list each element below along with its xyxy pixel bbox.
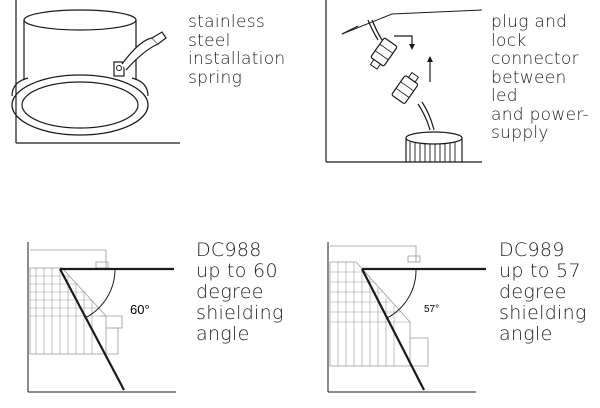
caption-line: degree xyxy=(196,281,264,303)
caption-line: angle xyxy=(499,323,553,345)
caption-line: led xyxy=(491,86,518,106)
dc989-angle-label: 57° xyxy=(424,304,440,315)
dc989-shielding-diagram xyxy=(327,242,486,393)
caption-line: and power- xyxy=(491,104,589,125)
connector-illustration xyxy=(325,0,482,163)
caption-line: up to 57 xyxy=(499,260,581,282)
dc988-shielding-diagram xyxy=(27,242,176,393)
caption-line: angle xyxy=(196,323,250,345)
spring-caption: stainless steel installation spring xyxy=(188,13,285,87)
caption-line: shielding xyxy=(196,302,284,324)
caption-line: supply xyxy=(491,123,549,143)
caption-line: connector xyxy=(491,49,579,69)
dc988-angle-label: 60° xyxy=(130,302,150,317)
caption-line: DC988 xyxy=(196,239,262,261)
spring-illustration xyxy=(11,0,180,144)
caption-line: shielding xyxy=(499,302,587,324)
dc989-caption: DC989 up to 57 degree shielding angle xyxy=(499,240,587,345)
caption-line: spring xyxy=(188,67,243,88)
caption-line: DC989 xyxy=(499,239,565,261)
caption-line: lock xyxy=(491,30,527,51)
caption-line: plug and xyxy=(491,12,568,32)
caption-line: degree xyxy=(499,281,567,303)
dc988-caption: DC988 up to 60 degree shielding angle xyxy=(196,240,284,345)
caption-line: stainless xyxy=(188,12,266,32)
caption-line: installation xyxy=(188,49,286,69)
caption-line: steel xyxy=(188,30,231,51)
caption-line: between xyxy=(491,67,567,88)
connector-caption: plug and lock connector between led and … xyxy=(491,13,589,143)
caption-line: up to 60 xyxy=(196,260,278,282)
